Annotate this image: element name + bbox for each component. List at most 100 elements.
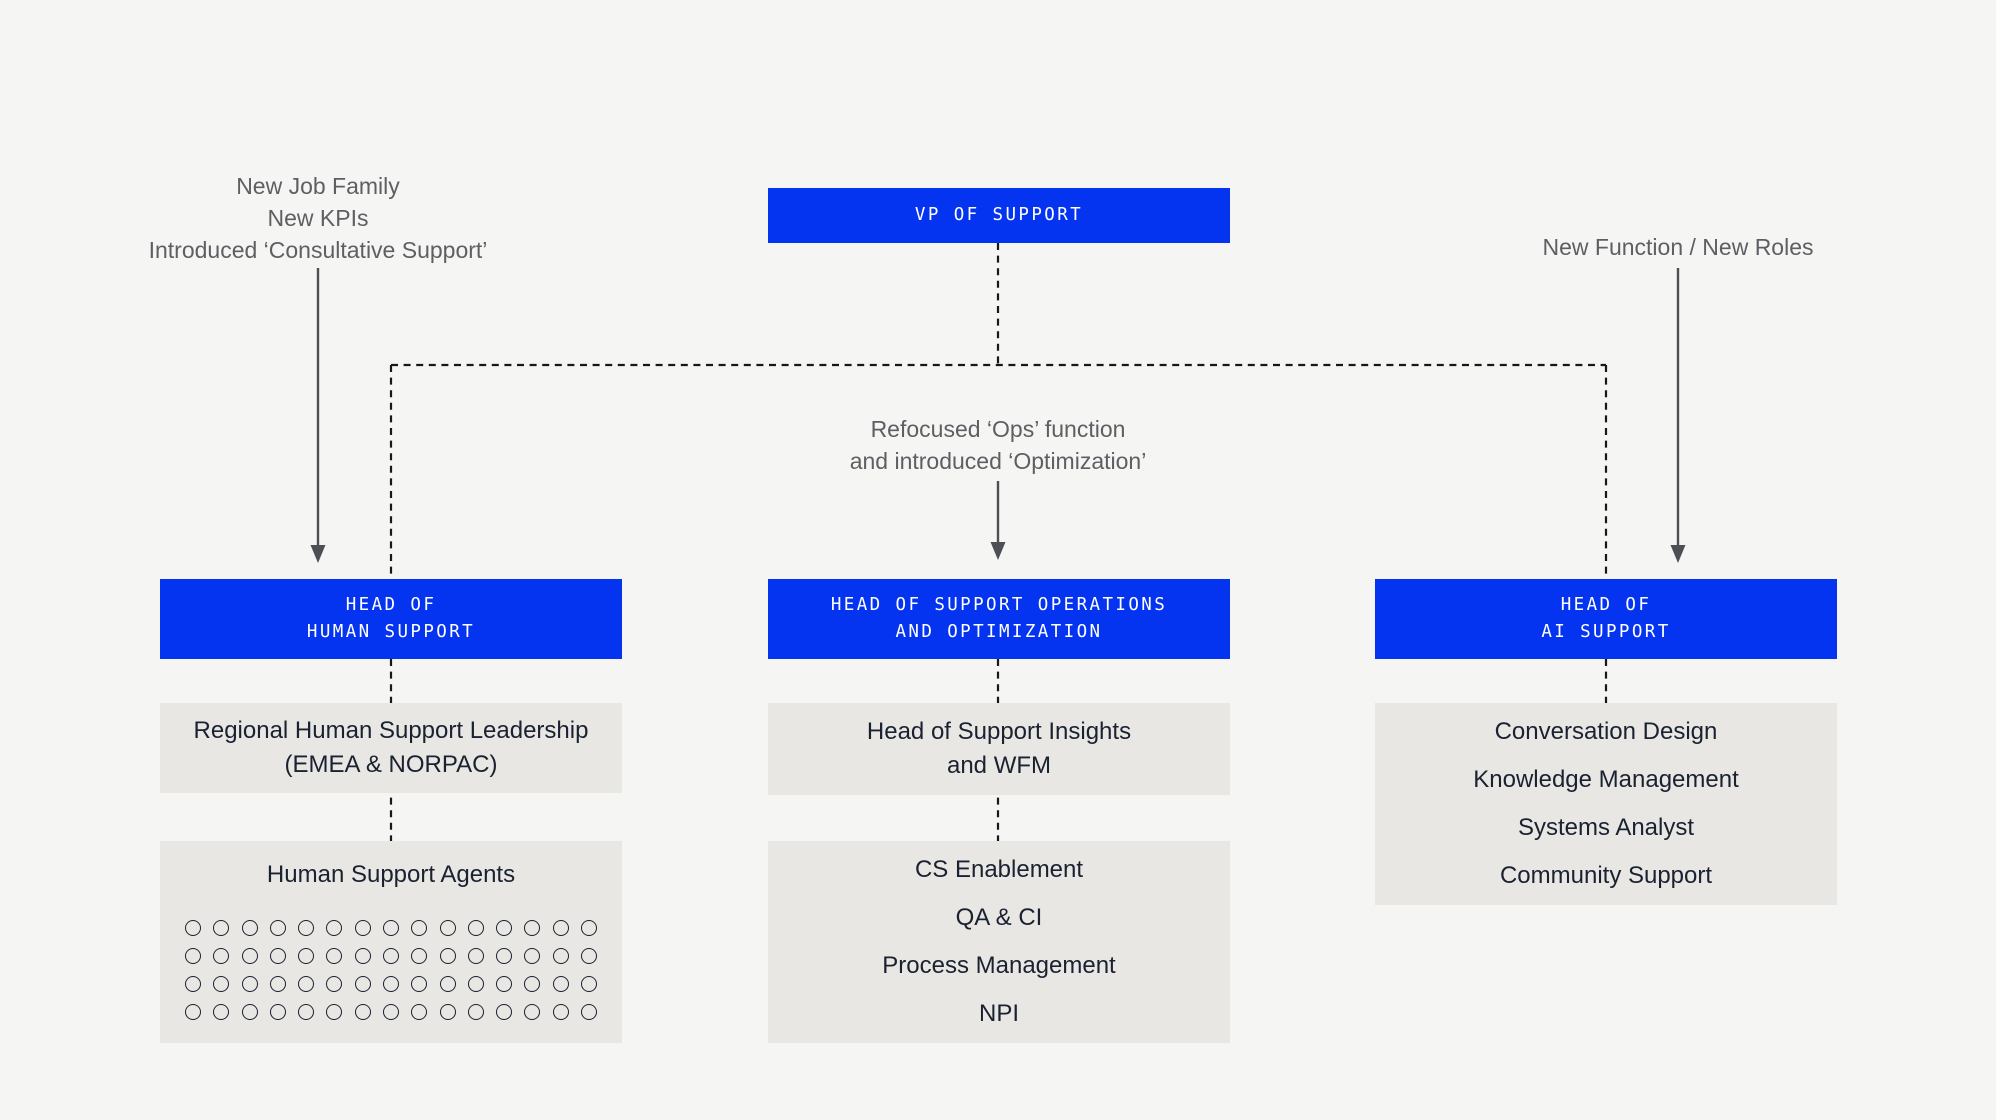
agent-circle-icon	[354, 1004, 371, 1020]
node-head-ai-support: HEAD OF AI SUPPORT	[1375, 579, 1837, 659]
arrow-middle-annotation	[990, 481, 1006, 560]
node-ops-functions-list: CS Enablement QA & CI Process Management…	[768, 841, 1230, 1043]
agent-circle-icon	[524, 976, 541, 992]
agent-circle-icon	[581, 1004, 598, 1020]
agent-circle-icon	[213, 920, 230, 936]
agent-circle-icon	[467, 1004, 484, 1020]
agent-circle-icon	[213, 976, 230, 992]
agent-circle-icon	[383, 976, 399, 992]
agent-circle-icon	[581, 920, 598, 936]
agent-circle-icon	[184, 976, 201, 992]
agent-circle-icon	[552, 948, 569, 964]
agent-circle-icon	[552, 1004, 569, 1020]
agent-circle-icon	[439, 948, 456, 964]
agent-circle-icon	[496, 1004, 513, 1020]
agent-circle-icon	[411, 920, 428, 936]
agent-circle-icon	[213, 948, 230, 964]
agent-circle-icon	[524, 920, 541, 936]
agent-circle-icon	[354, 948, 371, 964]
annotation-line: New Function / New Roles	[1542, 234, 1814, 260]
node-title-line: AI SUPPORT	[1541, 622, 1671, 642]
node-support-insights-wfm: Head of Support Insights and WFM	[768, 703, 1230, 795]
node-regional-leadership: Regional Human Support Leadership (EMEA …	[160, 703, 622, 793]
agent-circle-icon	[467, 920, 484, 936]
list-item: Process Management	[882, 952, 1116, 979]
node-title: VP OF SUPPORT	[914, 205, 1084, 225]
agent-circle-icon	[326, 920, 343, 936]
agent-circle-icon	[467, 948, 484, 964]
node-title-line: HEAD OF SUPPORT OPERATIONS	[830, 595, 1168, 615]
annotation-line: and introduced ‘Optimization’	[849, 448, 1147, 474]
agent-circle-icon	[496, 976, 513, 992]
agent-circle-icon	[439, 920, 456, 936]
annotation-line: Refocused ‘Ops’ function	[870, 416, 1126, 442]
agent-circle-icon	[241, 1004, 258, 1020]
node-text-line: Head of Support Insights	[866, 718, 1132, 745]
agent-circle-icon	[411, 948, 428, 964]
list-item: NPI	[978, 1000, 1019, 1027]
agent-circle-icon	[269, 1004, 286, 1020]
agent-circle-icon	[383, 1004, 399, 1020]
agent-circle-icon	[552, 976, 569, 992]
agent-circle-icon	[524, 948, 541, 964]
agent-circle-icon	[439, 1004, 456, 1020]
agent-circle-icon	[326, 948, 343, 964]
node-title-line: HEAD OF	[1560, 595, 1652, 615]
node-title-line: HEAD OF	[345, 595, 437, 615]
node-title: Human Support Agents	[266, 861, 516, 888]
list-item: QA & CI	[955, 904, 1043, 931]
agent-circle-icon	[184, 920, 201, 936]
node-text-line: and WFM	[946, 752, 1051, 779]
annotation-line: Introduced ‘Consultative Support’	[148, 237, 488, 263]
node-human-support-agents: Human Support Agents	[160, 841, 622, 1043]
agent-circle-icon	[213, 1004, 230, 1020]
agent-circle-icon	[496, 948, 513, 964]
agent-circle-icon	[298, 920, 315, 936]
agent-circle-icon	[524, 1004, 541, 1020]
list-item: CS Enablement	[914, 856, 1084, 883]
arrow-left-annotation	[310, 268, 326, 563]
annotation-middle: Refocused ‘Ops’ function and introduced …	[850, 413, 1147, 477]
agent-circle-icon	[581, 976, 598, 992]
agent-circle-icon	[298, 1004, 315, 1020]
node-ai-roles-list: Conversation Design Knowledge Management…	[1375, 703, 1837, 905]
node-head-human-support: HEAD OF HUMAN SUPPORT	[160, 579, 622, 659]
agent-circle-icon	[269, 948, 286, 964]
agent-circle-icon	[184, 948, 201, 964]
agent-circle-icon	[354, 920, 371, 936]
annotation-line: New Job Family	[236, 173, 400, 199]
agent-circle-icon	[298, 976, 315, 992]
agent-circle-icon	[383, 948, 399, 964]
agent-circle-icon	[383, 920, 399, 936]
agent-circle-icon	[241, 976, 258, 992]
agent-circle-icon	[326, 1004, 343, 1020]
agent-circle-icon	[496, 920, 513, 936]
agent-circle-icon	[354, 976, 371, 992]
annotation-right: New Function / New Roles	[1543, 231, 1814, 263]
agent-circle-icon	[298, 948, 315, 964]
node-title-line: HUMAN SUPPORT	[306, 622, 476, 642]
agent-circle-icon	[411, 1004, 428, 1020]
list-item: Knowledge Management	[1473, 766, 1739, 793]
node-title-line: AND OPTIMIZATION	[895, 622, 1103, 642]
agent-circle-icon	[241, 920, 258, 936]
agent-circle-icon	[269, 920, 286, 936]
list-item: Conversation Design	[1494, 718, 1718, 745]
node-text-line: (EMEA & NORPAC)	[284, 751, 498, 778]
node-head-support-operations: HEAD OF SUPPORT OPERATIONS AND OPTIMIZAT…	[768, 579, 1230, 659]
list-item: Community Support	[1499, 862, 1713, 889]
list-item: Systems Analyst	[1517, 814, 1695, 841]
annotation-left: New Job Family New KPIs Introduced ‘Cons…	[149, 170, 488, 266]
agent-circle-icon	[439, 976, 456, 992]
agent-circle-icon	[241, 948, 258, 964]
agent-circle-icon	[552, 920, 569, 936]
annotation-line: New KPIs	[267, 205, 369, 231]
arrow-right-annotation	[1670, 268, 1686, 563]
node-vp-of-support: VP OF SUPPORT	[768, 188, 1230, 243]
agent-circle-icon	[184, 1004, 201, 1020]
agent-circle-icon	[411, 976, 428, 992]
agent-circle-icon	[581, 948, 598, 964]
agents-dot-grid	[184, 920, 598, 1020]
